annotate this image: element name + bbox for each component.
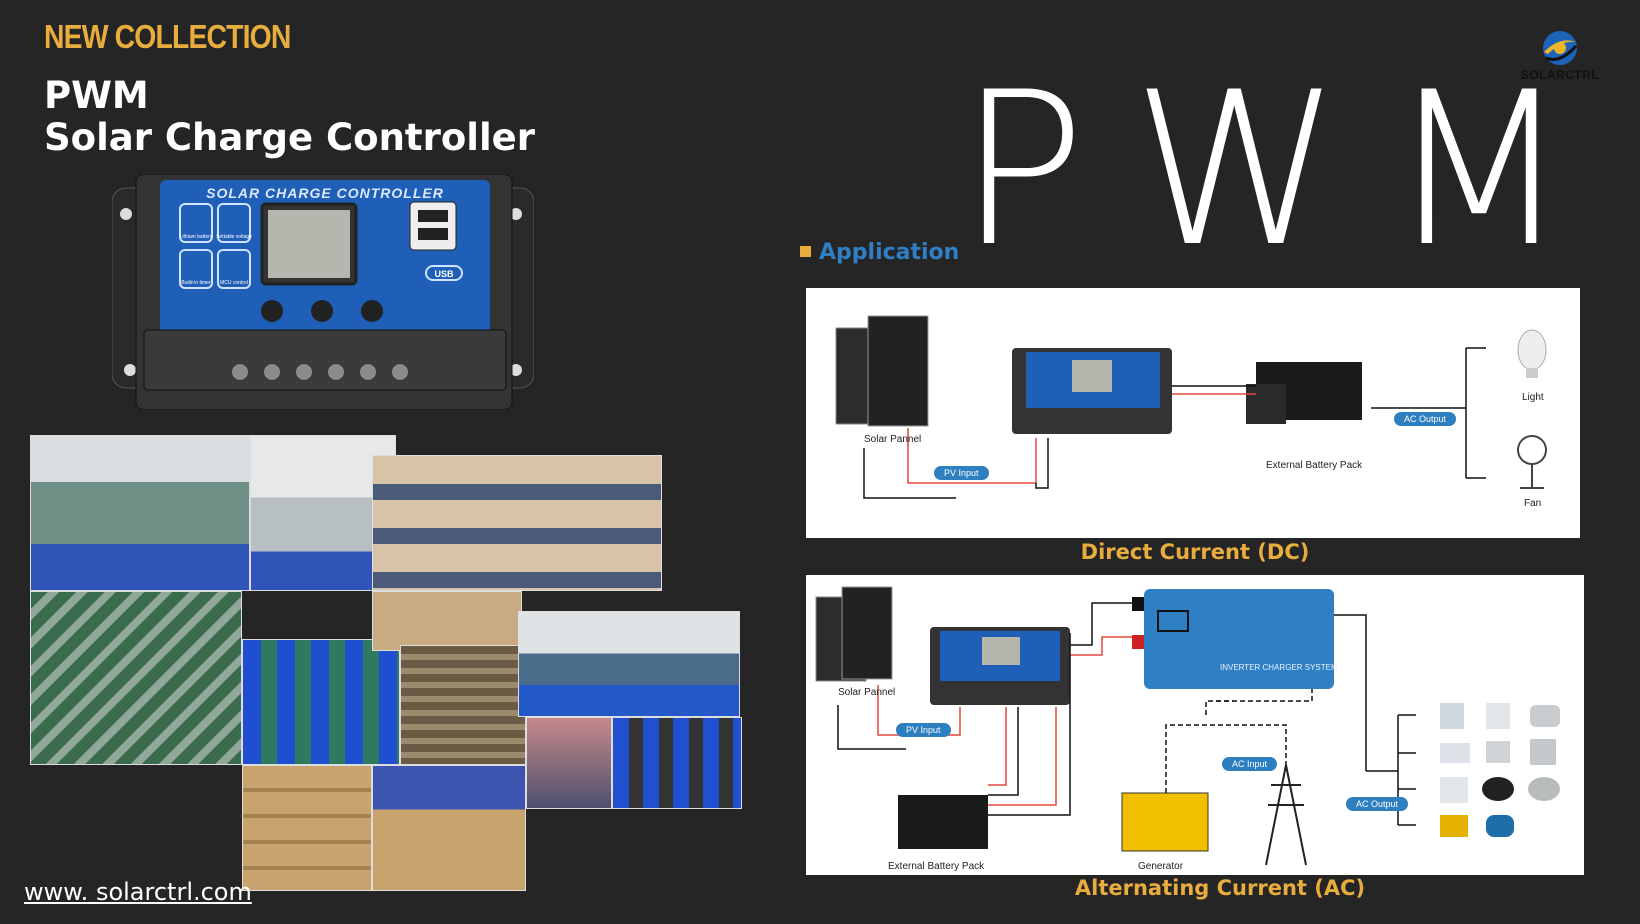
big-pwm-heading: PWM: [958, 46, 1617, 293]
usb-label: USB: [434, 269, 454, 279]
controller-label: SOLAR CHARGE CONTROLLER: [206, 185, 444, 201]
dc-solar-label: Solar Pannel: [864, 434, 922, 445]
dc-fan-label: Fan: [1524, 498, 1542, 509]
dc-diagram: Solar Pannel PV Input External Battery P…: [806, 288, 1580, 538]
ac-diagram-lines: [815, 586, 1560, 866]
solarctrl-logo-icon: [1543, 31, 1578, 65]
feature-mcu: MCU control: [220, 280, 248, 286]
dc-diagram-lines: [835, 315, 1547, 499]
feature-lithium: Lithium battery: [180, 234, 213, 240]
ac-diagram: Solar Pannel PV Input External Battery P…: [806, 575, 1584, 875]
application-label: Application: [800, 240, 959, 265]
bullet-square-icon: [800, 245, 811, 257]
pcb-crates-photo: [242, 639, 400, 765]
title-line-1: PWM: [44, 74, 149, 117]
pcb-stack-photo: [400, 645, 526, 765]
website-link[interactable]: www. solarctrl.com: [24, 878, 252, 906]
ac-pv-input-badge: PV Input: [896, 723, 951, 737]
ac-ac-output-badge: AC Output: [1346, 797, 1409, 811]
dc-ac-output-badge: AC Output: [1394, 412, 1457, 426]
brand-logo: SOLARCTRL: [1510, 28, 1610, 86]
shelf-stock-photo: [372, 591, 522, 651]
warehouse-shelves-photo: [372, 455, 662, 591]
feature-settable: Settable voltage: [216, 234, 252, 240]
pcb-boards-photo: [30, 591, 242, 765]
ac-caption: Alternating Current (AC): [1074, 876, 1366, 900]
factory-photo-2: [250, 435, 396, 591]
collection-tag: NEW COLLECTION: [44, 18, 291, 55]
assembly-line-photo: [518, 611, 740, 717]
title-line-2: Solar Charge Controller: [44, 116, 535, 159]
ac-battery-label: External Battery Pack: [888, 861, 985, 872]
dc-caption: Direct Current (DC): [1080, 540, 1310, 564]
dc-light-label: Light: [1522, 392, 1544, 403]
feature-timer: Build-in timer: [181, 280, 211, 286]
dc-pv-input-badge: PV Input: [934, 466, 989, 480]
logo-text: SOLARCTRL: [1520, 68, 1600, 82]
factory-photo-1: [30, 435, 250, 591]
controllers-crates-photo: [612, 717, 742, 809]
dc-battery-label: External Battery Pack: [1266, 460, 1363, 471]
application-text: Application: [819, 240, 960, 265]
ac-inverter-label: INVERTER CHARGER SYSTEM: [1220, 663, 1338, 672]
worker-photo: [526, 717, 612, 809]
ac-solar-label: Solar Pannel: [838, 687, 896, 698]
controller-product-image: SOLAR CHARGE CONTROLLER USB Lithium batt…: [112, 174, 534, 410]
factory-photo-collage: [30, 435, 750, 905]
packing-photo: [372, 765, 526, 891]
ac-generator-label: Generator: [1138, 861, 1184, 872]
ac-ac-input-badge: AC Input: [1222, 757, 1278, 771]
cartons-photo: [242, 765, 372, 891]
